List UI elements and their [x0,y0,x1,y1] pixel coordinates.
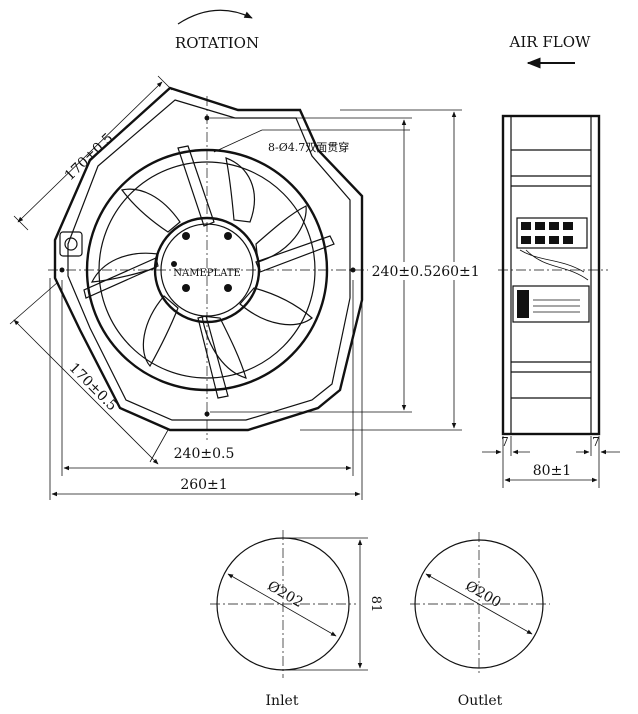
outlet-label: Outlet [458,693,503,709]
flange-left-label: 7 [501,435,509,449]
terminal-box [59,231,83,257]
fan-side-view [498,114,608,436]
hub-screw-icon [171,261,177,267]
mounting-hole-icon [59,267,65,273]
terminal-gland-icon [64,237,78,251]
mounting-hole-icon [204,115,210,121]
capacitor-block [512,285,590,323]
inlet-label: Inlet [266,693,299,709]
circle-height-label: 81 [368,596,383,613]
inlet-dia-label: Ø202 [264,578,305,611]
dimension-width: 240±0.5 260±1 [49,278,363,500]
terminal-block [516,217,588,249]
mounting-hole-icon [350,267,356,273]
inlet-circle-view: Ø202 81 Inlet [210,530,383,709]
dimension-depth: 7 7 80±1 [482,435,620,488]
hub-screw-icon [224,232,232,240]
hub-screw-icon [182,232,190,240]
mounting-hole-icon [204,411,210,417]
fan-struts [83,145,335,399]
depth-label: 80±1 [533,463,571,479]
air-flow-label: AIR FLOW [509,33,591,51]
holes-callout: 8-Ø4.7双面贯穿 [268,140,349,154]
hub-screw-icon [182,284,190,292]
dimension-diag-top: 170±0.5 [13,75,173,231]
dimension-height: 240±0.5 260±1 [210,109,486,431]
flange-right-label: 7 [592,435,600,449]
side-body [501,114,601,436]
width-outer-label: 260±1 [180,477,227,493]
rotation-label: ROTATION [175,34,259,52]
width-inner-label: 240±0.5 [174,446,235,462]
nameplate-label: NAMEPLATE [173,268,241,279]
height-inner-label: 240±0.5 [372,264,433,280]
diag-bottom-label: 170±0.5 [66,360,120,414]
fan-frame-inner-outline [67,99,351,421]
hub-screw-icon [224,284,232,292]
rotation-arrow-icon [177,9,253,25]
outlet-circle-view: Ø200 Outlet [410,532,550,709]
height-outer-label: 260±1 [432,264,479,280]
